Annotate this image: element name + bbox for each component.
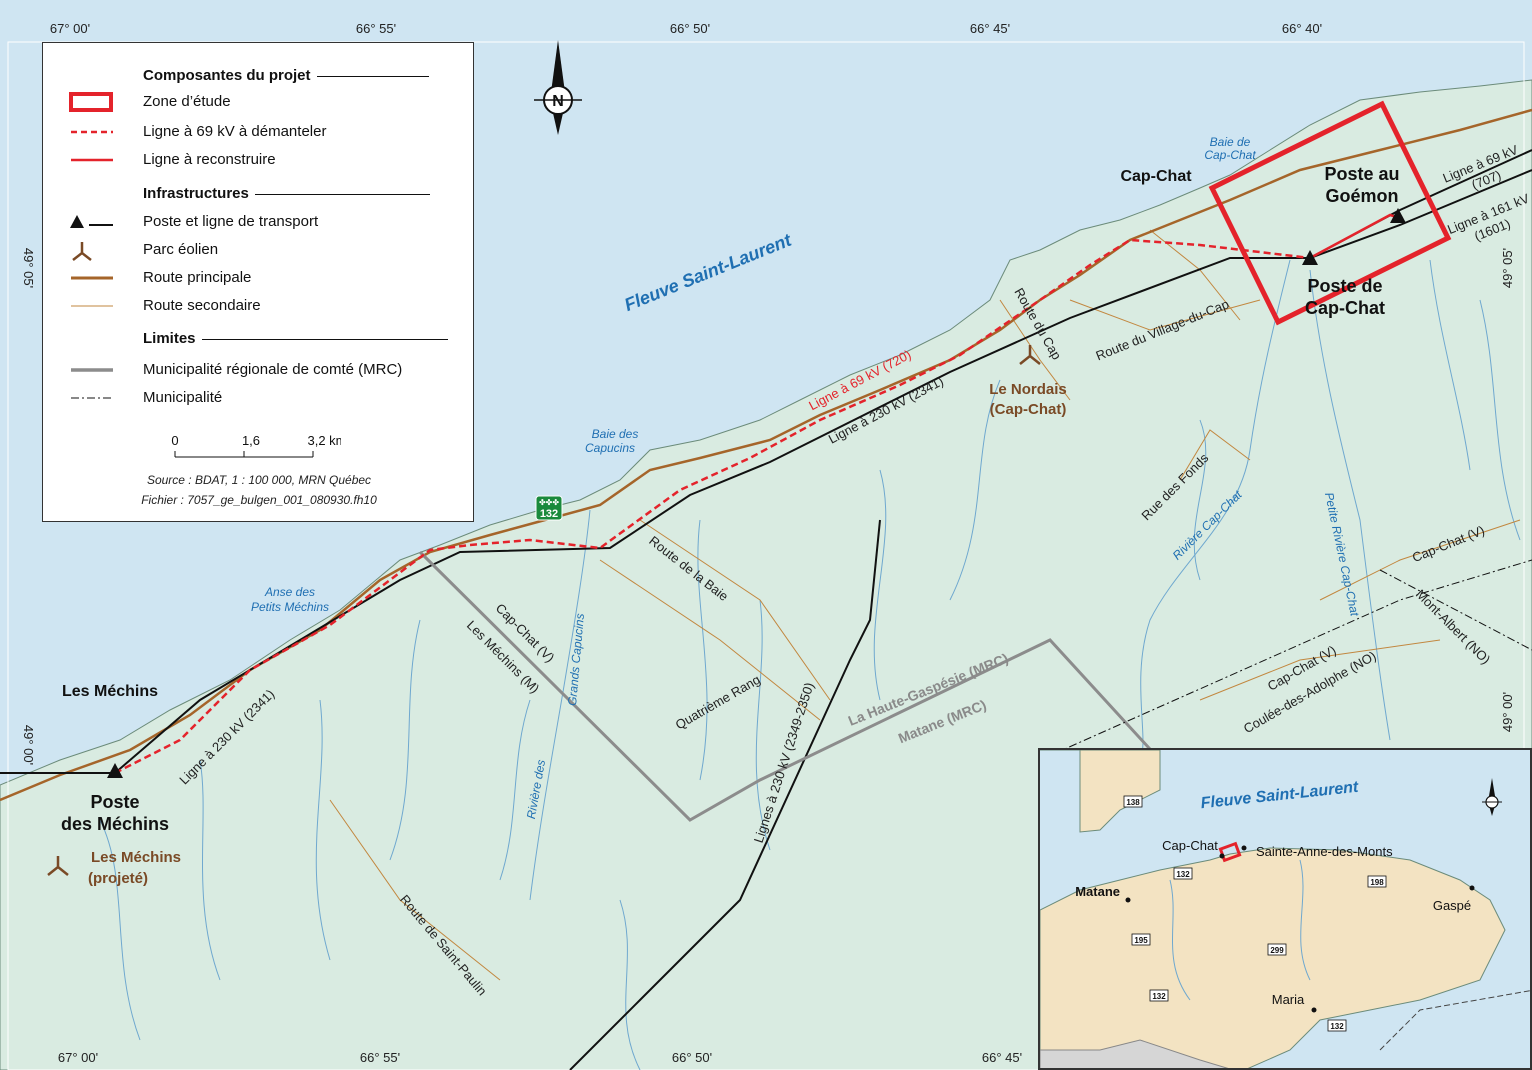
municipal-boundary-2 xyxy=(1379,569,1532,651)
svg-text:0: 0 xyxy=(171,433,178,448)
mrc-boundary xyxy=(418,550,1162,822)
label-anse-1: Anse des xyxy=(264,585,315,599)
legend-section-infra: Infrastructures xyxy=(143,185,430,202)
scale-bar: 0 1,6 3,2 km xyxy=(171,433,341,458)
label-poste-goemon-1: Poste au xyxy=(1324,164,1399,184)
inset-maria: Maria xyxy=(1272,992,1305,1007)
inset-gaspesie xyxy=(1040,847,1506,1068)
inset-shield-132b: 132 xyxy=(1152,992,1166,1001)
legend-secondary-road-symbol xyxy=(71,305,113,307)
legend-file: Fichier : 7057_ge_bulgen_001_080930.fh10 xyxy=(141,493,377,507)
label-anse-2: Petits Méchins xyxy=(251,600,329,614)
legend-line-dismantle: Ligne à 69 kV à démanteler xyxy=(143,123,327,140)
inset-north-arrow-icon xyxy=(1482,778,1502,816)
coord-bottom-4: 66° 45' xyxy=(982,1050,1022,1065)
legend: Composantes du projet Zone d’étude Ligne… xyxy=(42,42,474,522)
coord-lat-1: 49° 05' xyxy=(21,248,36,288)
label-mechins-proj-1: Les Méchins xyxy=(91,849,181,866)
legend-main-road: Route principale xyxy=(143,269,252,286)
coord-bottom-1: 67° 00' xyxy=(58,1050,98,1065)
label-les-mechins: Les Méchins xyxy=(62,683,158,700)
rivers xyxy=(99,259,1521,1070)
coord-top-2: 66° 55' xyxy=(356,21,396,36)
legend-mrc-symbol xyxy=(71,368,113,372)
inset-shield-132a: 132 xyxy=(1176,870,1190,879)
substation-goemon xyxy=(1390,208,1406,223)
inset-shield-132c: 132 xyxy=(1330,1022,1344,1031)
label-poste-mechins-2: des Méchins xyxy=(61,814,169,834)
svg-text:3,2 km: 3,2 km xyxy=(307,433,341,448)
inset-map: Fleuve Saint-Laurent Cap-Chat Sainte-Ann… xyxy=(1038,748,1532,1070)
coord-top-1: 67° 00' xyxy=(50,21,90,36)
inset-shield-138: 138 xyxy=(1126,798,1140,807)
coord-bottom-2: 66° 55' xyxy=(360,1050,400,1065)
label-fleuve: Fleuve Saint-Laurent xyxy=(621,229,794,315)
legend-dismantle-symbol xyxy=(71,130,113,134)
legend-secondary-road: Route secondaire xyxy=(143,297,261,314)
study-zone xyxy=(1208,100,1452,326)
label-baie-cap-chat-1: Baie de xyxy=(1210,135,1251,149)
label-poste-capchat-2: Cap-Chat xyxy=(1305,298,1385,318)
inset-fleuve: Fleuve Saint-Laurent xyxy=(1200,779,1360,813)
north-arrow-icon: N xyxy=(534,40,582,135)
municipal-boundary xyxy=(1039,559,1532,761)
label-nordais-2: (Cap-Chat) xyxy=(990,401,1067,418)
coord-lat-2: 49° 00' xyxy=(21,725,36,765)
legend-municipality: Municipalité xyxy=(143,389,223,406)
legend-section-components: Composantes du projet xyxy=(143,67,429,84)
label-poste-mechins-1: Poste xyxy=(90,792,139,812)
legend-mrc: Municipalité régionale de comté (MRC) xyxy=(143,361,403,378)
coord-bottom-3: 66° 50' xyxy=(672,1050,712,1065)
label-nordais-1: Le Nordais xyxy=(989,381,1067,398)
legend-substation-icon xyxy=(70,215,113,228)
legend-zone: Zone d’étude xyxy=(143,93,231,110)
label-cap-chat: Cap-Chat xyxy=(1120,168,1192,185)
substation-mechins xyxy=(107,763,123,778)
svg-text:N: N xyxy=(552,93,564,110)
coord-top-3: 66° 50' xyxy=(670,21,710,36)
coord-top-4: 66° 45' xyxy=(970,21,1010,36)
inset-shield-198: 198 xyxy=(1370,878,1384,887)
coord-top-5: 66° 40' xyxy=(1282,21,1322,36)
legend-rebuild-symbol xyxy=(71,158,113,162)
inset-land xyxy=(1040,750,1161,833)
coord-lat-3: 49° 05' xyxy=(1500,248,1515,288)
label-baie-cap-chat-2: Cap-Chat xyxy=(1204,148,1256,162)
legend-wind-park: Parc éolien xyxy=(143,241,219,258)
inset-shield-299: 299 xyxy=(1270,946,1284,955)
label-poste-goemon-2: Goémon xyxy=(1325,186,1398,206)
legend-municipality-symbol xyxy=(71,397,113,399)
substation-cap-chat xyxy=(1302,250,1318,265)
inset-south-land xyxy=(1040,1039,1229,1068)
legend-line-rebuild: Ligne à reconstruire xyxy=(143,151,276,168)
inset-gaspe: Gaspé xyxy=(1433,898,1471,913)
inset-ste-anne: Sainte-Anne-des-Monts xyxy=(1256,844,1393,859)
label-baie-capucins-1: Baie des xyxy=(592,427,639,441)
legend-wind-park-icon xyxy=(72,242,92,261)
legend-main-road-symbol xyxy=(71,276,113,280)
legend-source: Source : BDAT, 1 : 100 000, MRN Québec xyxy=(146,473,372,487)
legend-zone-symbol xyxy=(69,92,113,112)
inset-shield-195: 195 xyxy=(1134,936,1148,945)
transmission-lines xyxy=(0,149,1532,1070)
svg-text:132: 132 xyxy=(540,508,558,520)
legend-substation: Poste et ligne de transport xyxy=(143,213,319,230)
inset-cap-chat: Cap-Chat xyxy=(1162,838,1218,853)
route-132-shield: 132 ✤✤✤ xyxy=(535,495,563,521)
line-69kv-dismantle xyxy=(114,238,1311,775)
svg-text:1,6: 1,6 xyxy=(242,433,260,448)
label-poste-capchat-1: Poste de xyxy=(1307,276,1382,296)
label-mechins-proj-2: (projeté) xyxy=(88,870,148,887)
wind-park-icon xyxy=(47,345,1041,876)
svg-text:✤✤✤: ✤✤✤ xyxy=(539,498,559,507)
coord-lat-4: 49° 00' xyxy=(1500,692,1515,732)
inset-matane: Matane xyxy=(1075,884,1120,899)
legend-section-limits: Limites xyxy=(143,330,448,347)
label-baie-capucins-2: Capucins xyxy=(585,441,635,455)
